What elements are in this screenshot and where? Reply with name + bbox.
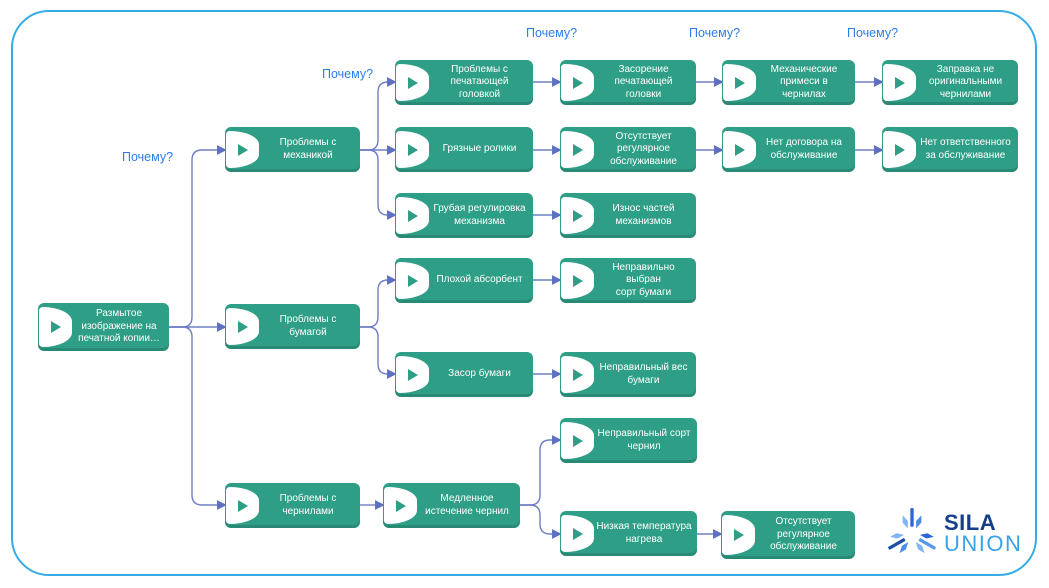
play-icon xyxy=(226,308,259,345)
node-label: Проблемы с печатающей головкой xyxy=(450,63,509,100)
play-icon xyxy=(226,487,259,524)
node-label: Механические примеси в чернилах xyxy=(770,63,838,100)
play-icon xyxy=(561,262,594,299)
node-wrong-paper-weight[interactable]: Неправильный вес бумаги xyxy=(560,352,696,397)
node-no-maintenance-owner[interactable]: Нет ответственного за обслуживание xyxy=(882,127,1018,172)
connector-paper-jam xyxy=(360,326,397,379)
play-icon xyxy=(39,307,72,347)
connector-mechanics-adjustment xyxy=(360,149,397,220)
node-printhead-problems[interactable]: Проблемы с печатающей головкой xyxy=(395,60,533,105)
node-label: Проблемы с чернилами xyxy=(279,493,337,517)
node-paper-jam[interactable]: Засор бумаги xyxy=(395,352,533,397)
node-label: Засорение печатающей головки xyxy=(614,63,673,100)
connector-paper-absorbent xyxy=(360,275,397,328)
why-label-5: Почему? xyxy=(847,26,899,40)
why-label-2: Почему? xyxy=(322,67,374,81)
node-label: Нет ответственного за обслуживание xyxy=(920,137,1011,161)
play-icon xyxy=(561,197,594,234)
node-no-service-contract[interactable]: Нет договора на обслуживание xyxy=(722,127,855,172)
play-icon xyxy=(226,131,259,168)
node-label: Засор бумаги xyxy=(448,368,511,380)
node-label: Грязные ролики xyxy=(442,143,517,155)
play-icon xyxy=(396,356,429,393)
node-label: Отсутствует регулярное обслуживание xyxy=(610,130,677,167)
play-icon xyxy=(883,131,916,168)
node-printhead-clog[interactable]: Засорение печатающей головки xyxy=(560,60,696,105)
logo-text-sila: SILA xyxy=(944,510,997,535)
play-icon xyxy=(396,197,429,234)
play-icon xyxy=(396,262,429,299)
node-rough-adjustment[interactable]: Грубая регулировка механизма xyxy=(395,193,533,238)
play-icon xyxy=(396,131,429,168)
sila-union-logo-icon xyxy=(888,508,936,554)
play-icon xyxy=(722,515,755,555)
play-icon xyxy=(396,64,429,101)
play-icon xyxy=(723,64,756,101)
node-paper[interactable]: Проблемы с бумагой xyxy=(225,304,360,349)
play-icon xyxy=(723,131,756,168)
connector-slowflow-lowtemp xyxy=(520,504,562,539)
node-label: Проблемы с бумагой xyxy=(279,314,337,338)
node-ink[interactable]: Проблемы с чернилами xyxy=(225,483,360,528)
sila-union-logo: SILA UNION xyxy=(886,504,1022,562)
node-no-regular-maintenance-2[interactable]: Отсутствует регулярное обслуживание xyxy=(721,511,855,559)
node-label: Низкая температура нагрева xyxy=(596,521,692,545)
node-no-regular-maintenance-1[interactable]: Отсутствует регулярное обслуживание xyxy=(560,127,696,172)
node-bad-absorbent[interactable]: Плохой абсорбент xyxy=(395,258,533,303)
node-label: Медленное истечение чернил xyxy=(425,493,509,517)
play-icon xyxy=(561,422,594,459)
play-icon xyxy=(883,64,916,101)
connector-mechanics-printhead xyxy=(360,77,397,151)
node-label: Плохой абсорбент xyxy=(436,274,523,286)
node-mechanics[interactable]: Проблемы с механикой xyxy=(225,127,360,172)
node-mechanical-impurities[interactable]: Механические примеси в чернилах xyxy=(722,60,855,105)
node-label: Неправильный вес бумаги xyxy=(599,362,688,386)
node-root[interactable]: Размытое изображение на печатной копии… xyxy=(38,303,169,351)
why-label-4: Почему? xyxy=(689,26,741,40)
play-icon xyxy=(384,487,417,524)
connector-root-mechanics xyxy=(169,145,227,328)
play-icon xyxy=(561,64,594,101)
why-label-1: Почему? xyxy=(122,150,174,164)
node-label: Размытое изображение на печатной копии… xyxy=(78,308,160,345)
play-icon xyxy=(561,356,594,393)
node-label: Нет договора на обслуживание xyxy=(766,137,842,161)
node-parts-wear[interactable]: Износ частей механизмов xyxy=(560,193,696,238)
play-icon xyxy=(561,515,594,552)
node-label: Неправильный сорт чернил xyxy=(597,428,691,452)
node-dirty-rollers[interactable]: Грязные ролики xyxy=(395,127,533,172)
node-label: Грубая регулировка механизма xyxy=(433,203,526,227)
play-icon xyxy=(561,131,594,168)
node-slow-ink-flow[interactable]: Медленное истечение чернил xyxy=(383,483,520,528)
connector-root-ink xyxy=(169,326,227,510)
node-label: Неправильно выбран сорт бумаги xyxy=(612,261,675,298)
node-label: Проблемы с механикой xyxy=(279,137,337,161)
node-label: Отсутствует регулярное обслуживание xyxy=(770,516,837,553)
node-label: Износ частей механизмов xyxy=(612,203,675,227)
node-label: Заправка не оригинальными чернилами xyxy=(928,63,1003,100)
logo-text-union: UNION xyxy=(944,531,1023,556)
connector-slowflow-inkgrade xyxy=(520,435,562,506)
node-wrong-paper-grade[interactable]: Неправильно выбран сорт бумаги xyxy=(560,258,696,303)
node-low-heating-temp[interactable]: Низкая температура нагрева xyxy=(560,511,697,556)
node-wrong-ink-grade[interactable]: Неправильный сорт чернил xyxy=(560,418,697,463)
node-non-original-ink[interactable]: Заправка не оригинальными чернилами xyxy=(882,60,1018,105)
why-label-3: Почему? xyxy=(526,26,578,40)
